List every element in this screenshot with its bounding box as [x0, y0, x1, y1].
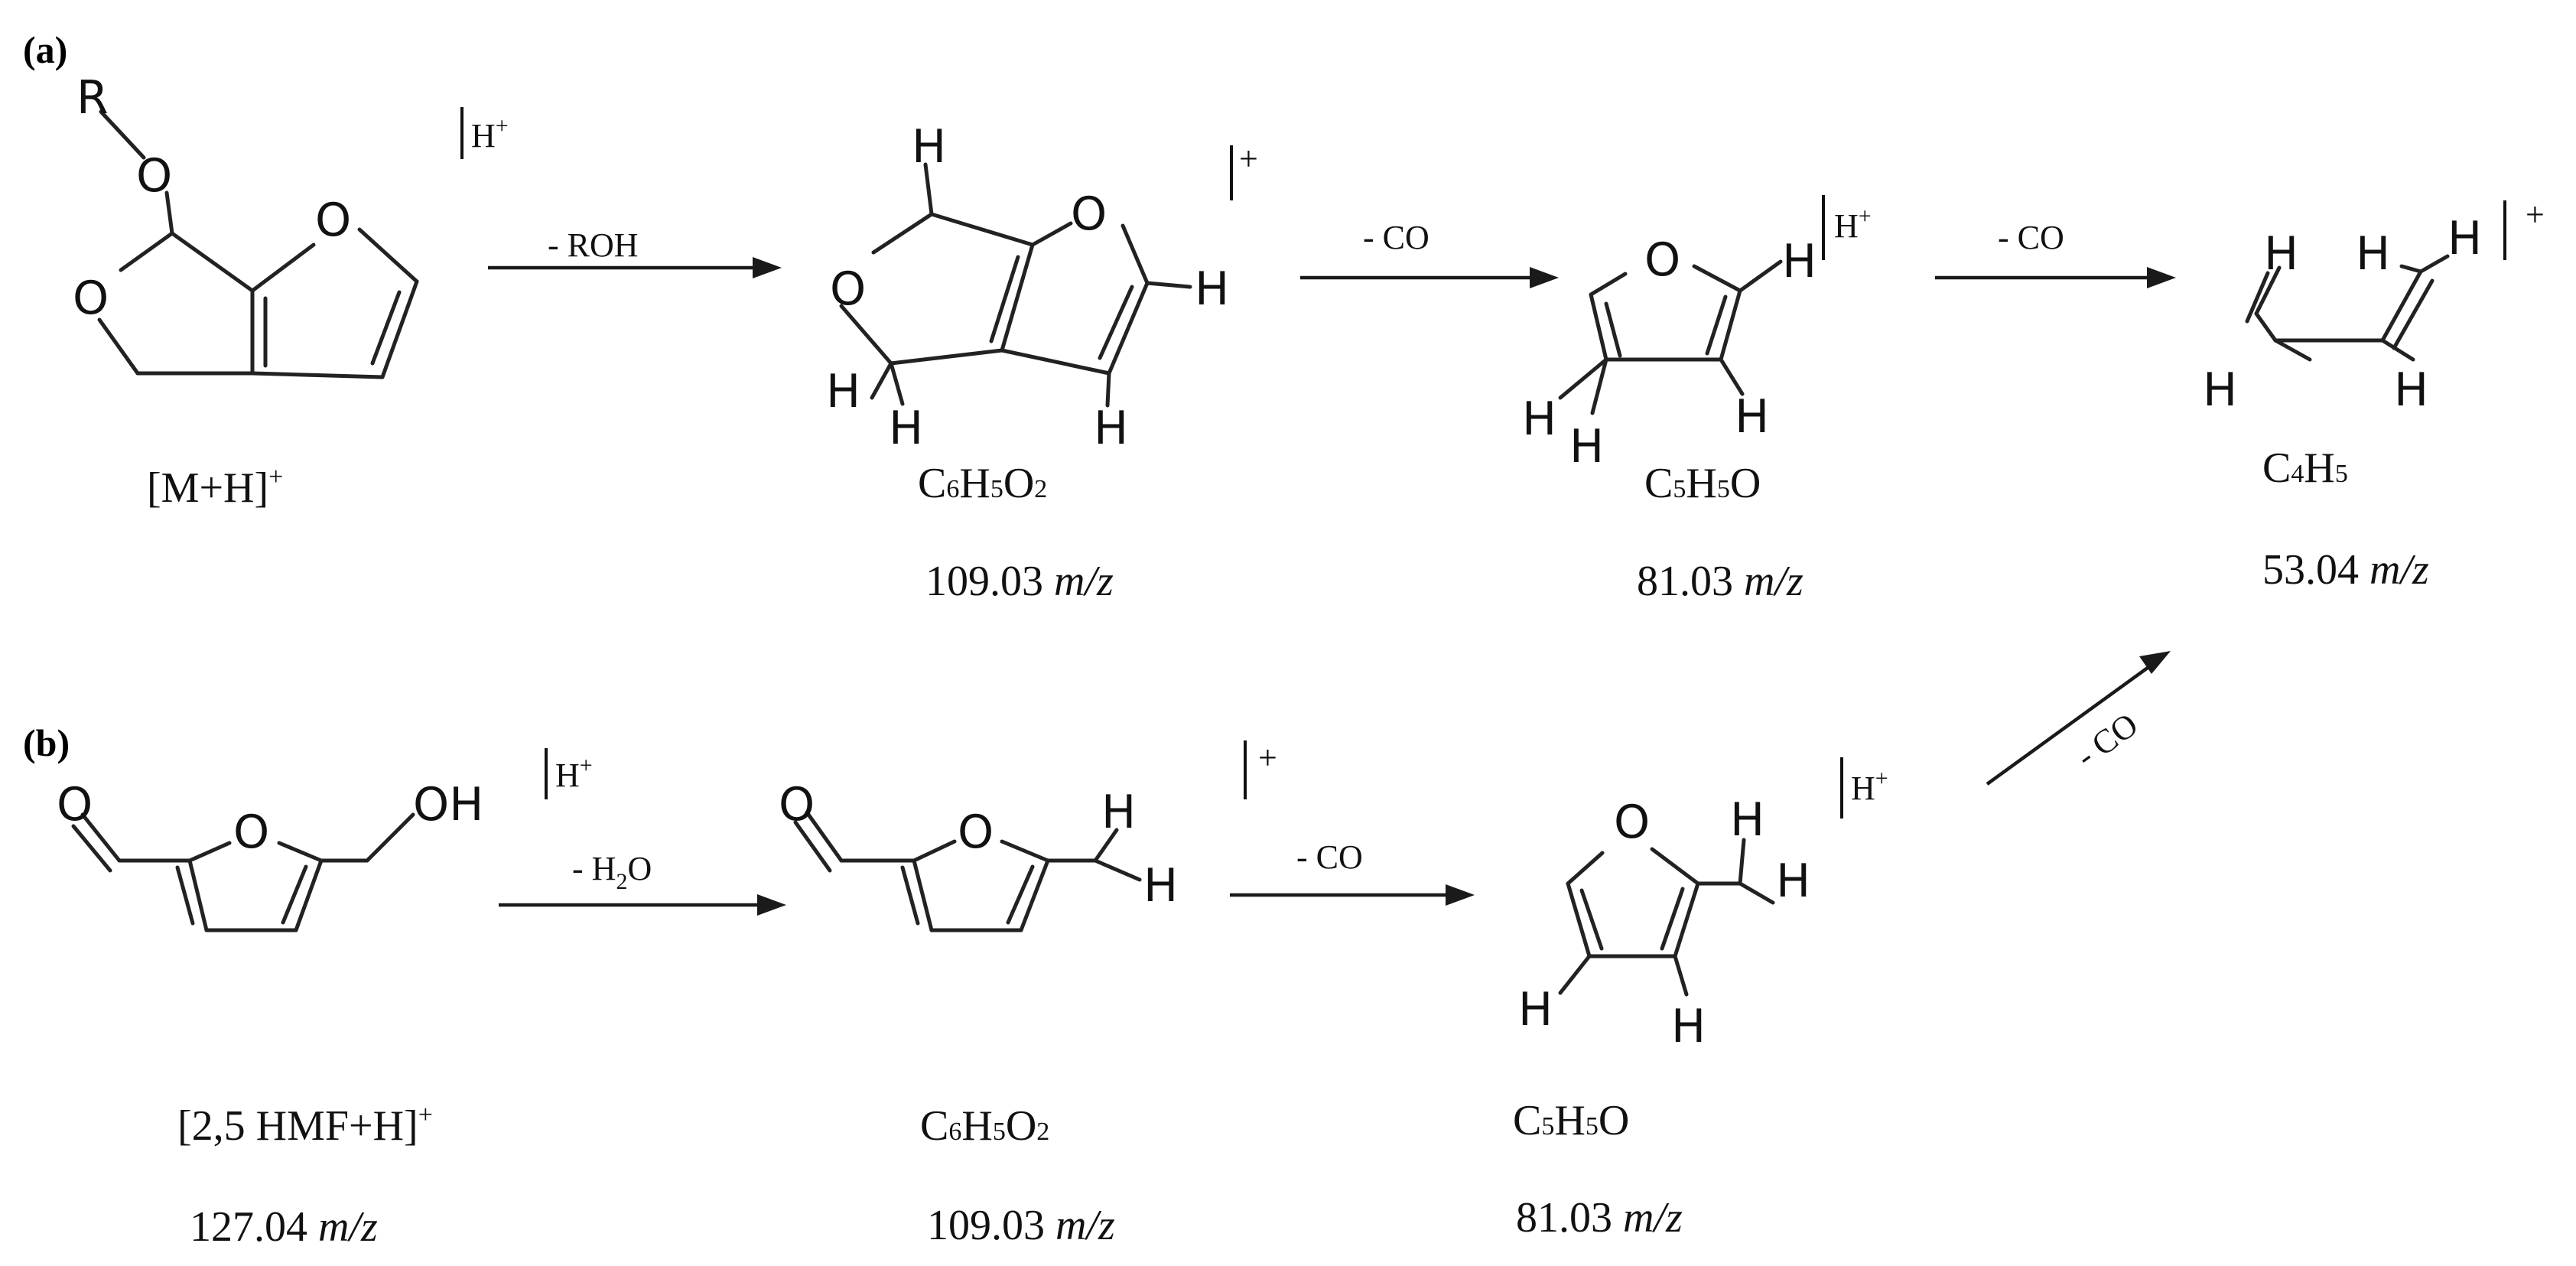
- mz-b-intermediate-2: 81.03 m/z: [1516, 1194, 1683, 1242]
- atom-h: H: [1735, 390, 1769, 444]
- atom-h: H: [1195, 262, 1229, 316]
- atom-o: O: [1614, 796, 1650, 849]
- atom-h: H: [1522, 392, 1556, 446]
- reaction-arrow-b2: [1230, 884, 1475, 906]
- reaction-arrow-b3: [1986, 651, 2171, 786]
- molecule-a-intermediate-2: [1558, 259, 1783, 415]
- atom-h: H: [1101, 786, 1136, 839]
- panel-b-label: (b): [23, 721, 70, 764]
- atom-o: O: [779, 778, 815, 832]
- atom-oh: OH: [413, 778, 483, 832]
- charge-label: +: [1239, 140, 1258, 177]
- mz-a-product: 53.04 m/z: [2262, 546, 2429, 594]
- reaction-arrow-a3: [1935, 267, 2176, 288]
- atom-h: H: [2264, 227, 2298, 281]
- charge-label: H+: [1834, 203, 1872, 245]
- charge-label: H+: [555, 753, 593, 794]
- atom-o: O: [73, 272, 109, 325]
- atom-h: H: [889, 402, 923, 455]
- mz-b-precursor: 127.04 m/z: [190, 1203, 378, 1251]
- atom-h: H: [2356, 227, 2390, 281]
- charge-label: H+: [1851, 766, 1888, 807]
- molecule-b-intermediate-2: [1558, 838, 1775, 997]
- atom-o: O: [830, 262, 866, 316]
- atom-o: O: [233, 805, 269, 859]
- molecule-a-product: [2245, 254, 2450, 362]
- atom-o: O: [315, 194, 351, 247]
- atom-h: H: [2203, 363, 2237, 417]
- charge-label: +: [1258, 739, 1277, 776]
- atom-o: O: [136, 149, 172, 203]
- molecule-a-intermediate-1: [839, 162, 1192, 408]
- reaction-arrow-a2: [1300, 267, 1559, 288]
- formula-a-product: C4H5: [2262, 444, 2348, 492]
- mz-b-intermediate-1: 109.03 m/z: [927, 1202, 1115, 1249]
- atom-h: H: [912, 120, 946, 174]
- atom-h: H: [826, 365, 860, 418]
- atom-h: H: [1518, 983, 1553, 1037]
- charge-label: +: [2526, 196, 2545, 233]
- molecule-b-intermediate-1: [793, 810, 1142, 932]
- formula-b-intermediate-2: C5H5O: [1513, 1097, 1629, 1144]
- molecule-b-precursor: [71, 812, 415, 932]
- panel-a-label: (a): [23, 28, 67, 71]
- atom-h: H: [2394, 363, 2428, 417]
- reagent-a1: - ROH: [548, 226, 639, 264]
- formula-a-intermediate-2: C5H5O: [1644, 460, 1761, 507]
- atom-h: H: [1094, 402, 1128, 455]
- atom-o: O: [1071, 187, 1107, 241]
- molecule-a-precursor: [97, 109, 419, 379]
- reaction-arrow-a1: [488, 257, 782, 278]
- atom-o: O: [57, 778, 93, 832]
- mz-a-intermediate-2: 81.03 m/z: [1637, 558, 1804, 605]
- charge-label: H+: [471, 113, 509, 155]
- atom-h: H: [1782, 235, 1817, 288]
- atom-h: H: [1776, 854, 1810, 908]
- atom-h: H: [1671, 1000, 1706, 1053]
- reagent-b1: - H2O: [572, 850, 652, 894]
- precursor-label-a: [M+H]+: [147, 463, 283, 512]
- atom-o: O: [1644, 233, 1680, 287]
- atom-h: H: [1143, 859, 1178, 913]
- precursor-label-b: [2,5 HMF+H]+: [177, 1101, 433, 1150]
- reaction-arrow-b1: [499, 894, 786, 916]
- atom-h: H: [2448, 212, 2482, 265]
- mz-a-intermediate-1: 109.03 m/z: [925, 558, 1114, 605]
- formula-a-intermediate-1: C6H5O2: [918, 460, 1047, 507]
- atom-r: R: [76, 71, 109, 125]
- reagent-a3: - CO: [1998, 219, 2064, 256]
- atom-h: H: [1730, 793, 1764, 847]
- reagent-b2: - CO: [1296, 838, 1363, 876]
- formula-b-intermediate-1: C6H5O2: [920, 1102, 1049, 1150]
- reagent-a2: - CO: [1363, 219, 1429, 256]
- atom-h: H: [1569, 420, 1604, 474]
- atom-o: O: [958, 805, 994, 859]
